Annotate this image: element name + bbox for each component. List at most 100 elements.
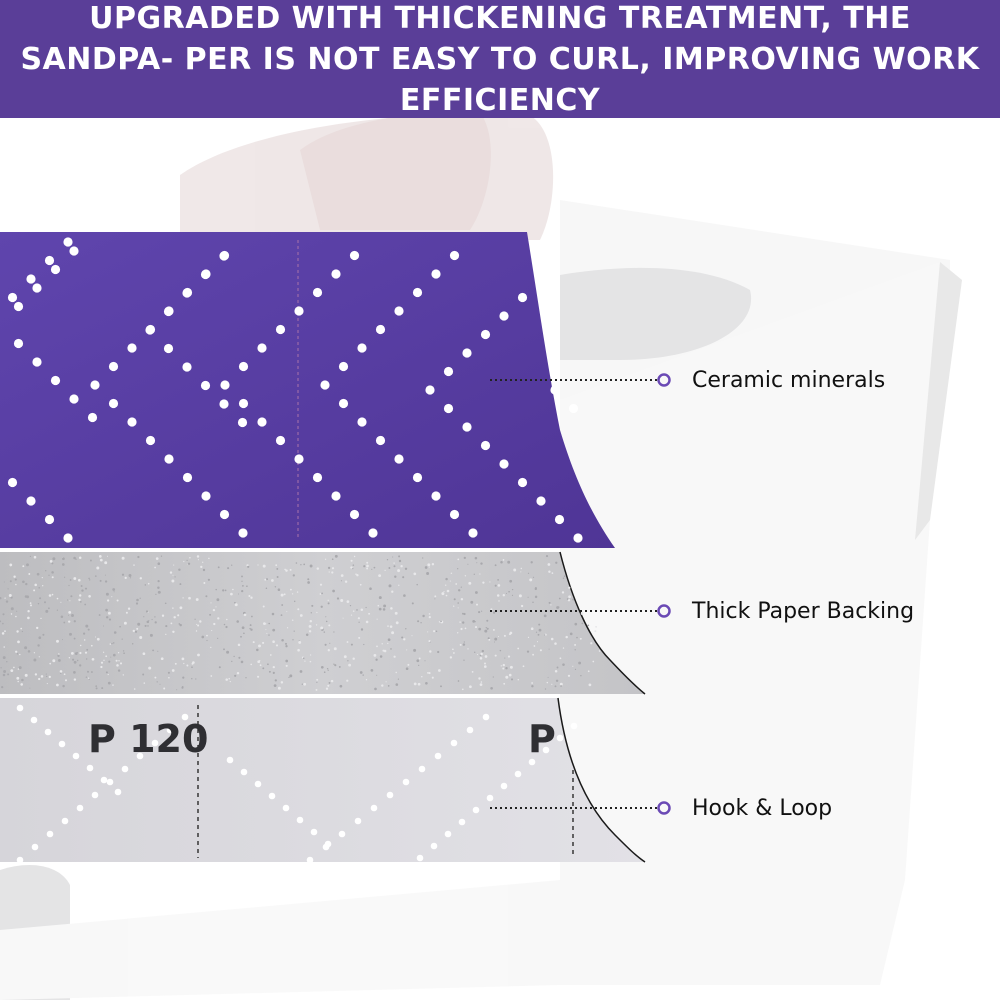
texture-grain: [231, 564, 233, 566]
texture-grain: [172, 607, 174, 609]
texture-grain: [440, 685, 442, 688]
texture-grain: [508, 590, 510, 593]
texture-grain: [181, 686, 184, 689]
texture-grain: [73, 577, 77, 580]
texture-grain: [424, 566, 428, 569]
texture-grain: [358, 621, 360, 623]
texture-grain: [133, 564, 135, 566]
texture-grain: [147, 582, 150, 585]
texture-grain: [455, 583, 458, 585]
texture-grain: [182, 597, 184, 599]
texture-grain: [243, 632, 245, 635]
texture-grain: [331, 558, 334, 561]
texture-grain: [154, 616, 156, 618]
texture-grain: [493, 641, 496, 643]
hole-dot: [306, 856, 314, 864]
texture-grain: [328, 624, 331, 627]
texture-grain: [108, 618, 112, 621]
texture-grain: [431, 676, 434, 679]
texture-grain: [100, 665, 103, 669]
texture-grain: [285, 659, 289, 663]
texture-grain: [266, 578, 268, 581]
hole-dot: [386, 791, 394, 799]
texture-grain: [194, 618, 196, 620]
texture-grain: [480, 652, 483, 656]
texture-grain: [485, 626, 487, 629]
dust-extraction-holes: [7, 237, 583, 543]
texture-grain: [272, 665, 275, 669]
texture-grain: [62, 557, 65, 561]
texture-grain: [154, 621, 157, 624]
texture-grain: [547, 563, 551, 566]
texture-grain: [136, 598, 139, 602]
texture-grain: [56, 639, 59, 643]
texture-grain: [238, 656, 241, 659]
texture-grain: [325, 616, 327, 618]
texture-grain: [42, 633, 45, 636]
texture-grain: [359, 671, 363, 674]
texture-grain: [57, 654, 60, 657]
texture-grain: [297, 648, 300, 652]
texture-grain: [285, 664, 288, 667]
texture-grain: [262, 605, 265, 608]
texture-grain: [135, 602, 139, 605]
texture-grain: [15, 583, 17, 586]
texture-grain: [388, 567, 391, 569]
texture-grain: [61, 563, 65, 566]
texture-grain: [311, 604, 314, 607]
hole-dot: [50, 264, 61, 275]
texture-grain: [95, 685, 98, 687]
texture-grain: [29, 602, 32, 604]
hole-dot: [182, 288, 192, 298]
texture-grain: [492, 628, 495, 631]
texture-grain: [331, 571, 334, 574]
hole-dot: [240, 768, 248, 776]
texture-grain: [276, 567, 279, 570]
texture-grain: [69, 632, 72, 636]
texture-grain: [474, 651, 476, 653]
texture-grain: [123, 621, 127, 625]
texture-grain: [499, 649, 502, 652]
texture-grain: [376, 618, 378, 620]
texture-grain: [112, 588, 116, 591]
hole-dot: [462, 422, 472, 432]
hole-dot: [431, 491, 441, 501]
texture-grain: [323, 671, 326, 673]
texture-grain: [195, 630, 198, 632]
texture-grain: [350, 559, 353, 562]
texture-grain: [536, 641, 539, 643]
texture-grain: [112, 684, 114, 686]
hole-dot: [450, 739, 458, 747]
texture-grain: [267, 663, 269, 666]
texture-grain: [363, 643, 365, 646]
texture-grain: [87, 670, 89, 673]
texture-grain: [320, 665, 324, 669]
texture-grain: [482, 581, 485, 584]
texture-grain: [382, 608, 386, 611]
texture-grain: [463, 659, 465, 661]
hole-dot: [50, 375, 61, 386]
texture-grain: [325, 687, 329, 690]
texture-grain: [44, 601, 46, 604]
texture-grain: [28, 573, 31, 575]
texture-grain: [104, 580, 108, 583]
texture-grain: [309, 660, 312, 663]
texture-grain: [48, 594, 52, 597]
hole-dot: [536, 496, 546, 506]
texture-grain: [30, 604, 32, 607]
texture-grain: [307, 578, 310, 581]
callout-ceramic-minerals: Ceramic minerals: [0, 360, 1000, 400]
texture-grain: [222, 589, 225, 592]
hole-dot: [69, 394, 79, 404]
texture-grain: [527, 596, 529, 598]
texture-grain: [99, 579, 102, 582]
hole-dot: [69, 246, 79, 256]
hole-dot: [320, 380, 330, 390]
hole-dot: [219, 399, 229, 409]
texture-grain: [197, 624, 200, 627]
texture-grain: [547, 676, 549, 678]
texture-grain: [165, 633, 167, 636]
texture-grain: [34, 583, 37, 587]
texture-grain: [192, 661, 195, 664]
hole-dot: [127, 343, 137, 353]
